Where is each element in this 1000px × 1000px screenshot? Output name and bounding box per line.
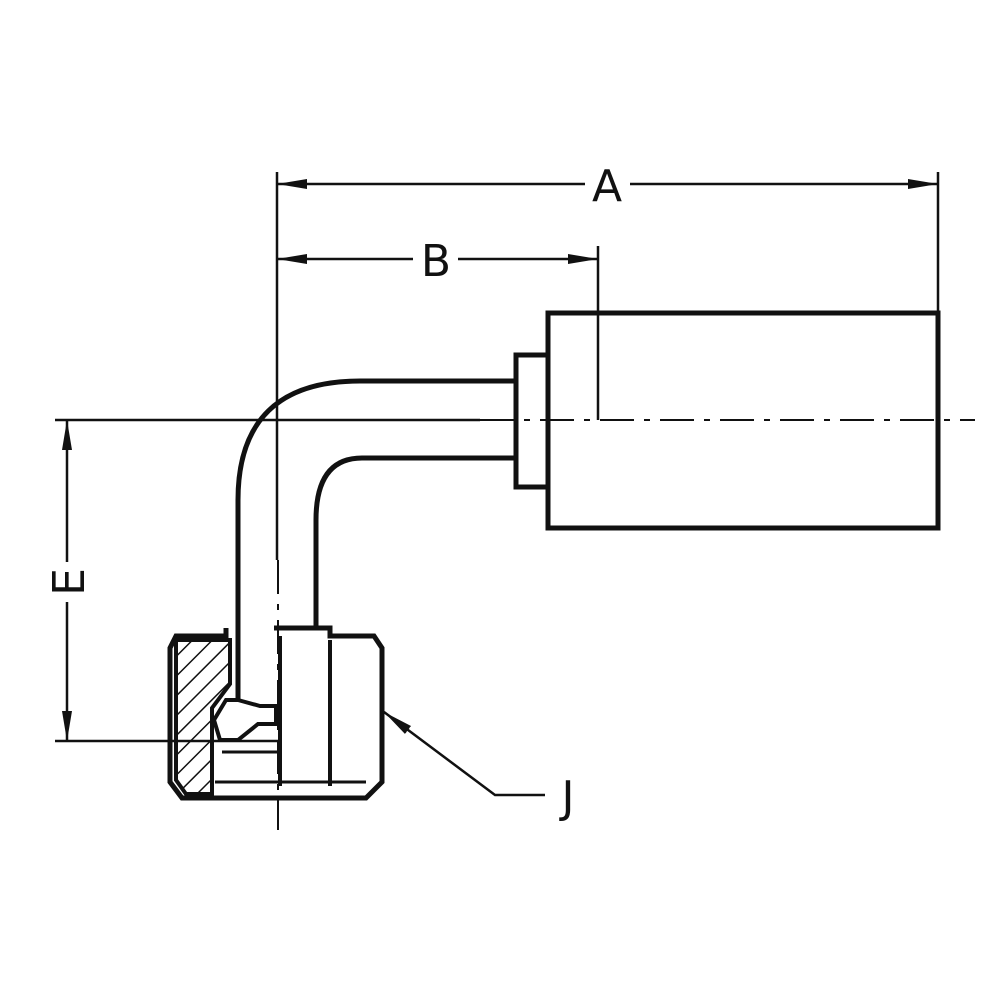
dimension-b-label: B [421,236,451,287]
nut-hatched-section [174,638,232,796]
leader-j: J [383,710,575,823]
swivel-nut [167,625,385,801]
leader-j-line [383,710,545,797]
dimension-a-label: A [592,161,622,212]
ferrule-socket [513,310,941,531]
extension-lines [55,172,940,743]
dimension-e: E [44,420,95,741]
leader-j-label: J [559,772,575,823]
bent-tube [235,378,516,700]
tube-inner-wall [313,455,516,628]
ferrule-collar [513,352,551,490]
dimension-b: B [277,236,598,287]
nut-outline [167,625,385,801]
tube-outer-wall [235,378,516,700]
dimension-a: A [277,161,938,212]
tube-flare-seat [211,698,278,742]
dimension-e-label: E [44,568,95,596]
